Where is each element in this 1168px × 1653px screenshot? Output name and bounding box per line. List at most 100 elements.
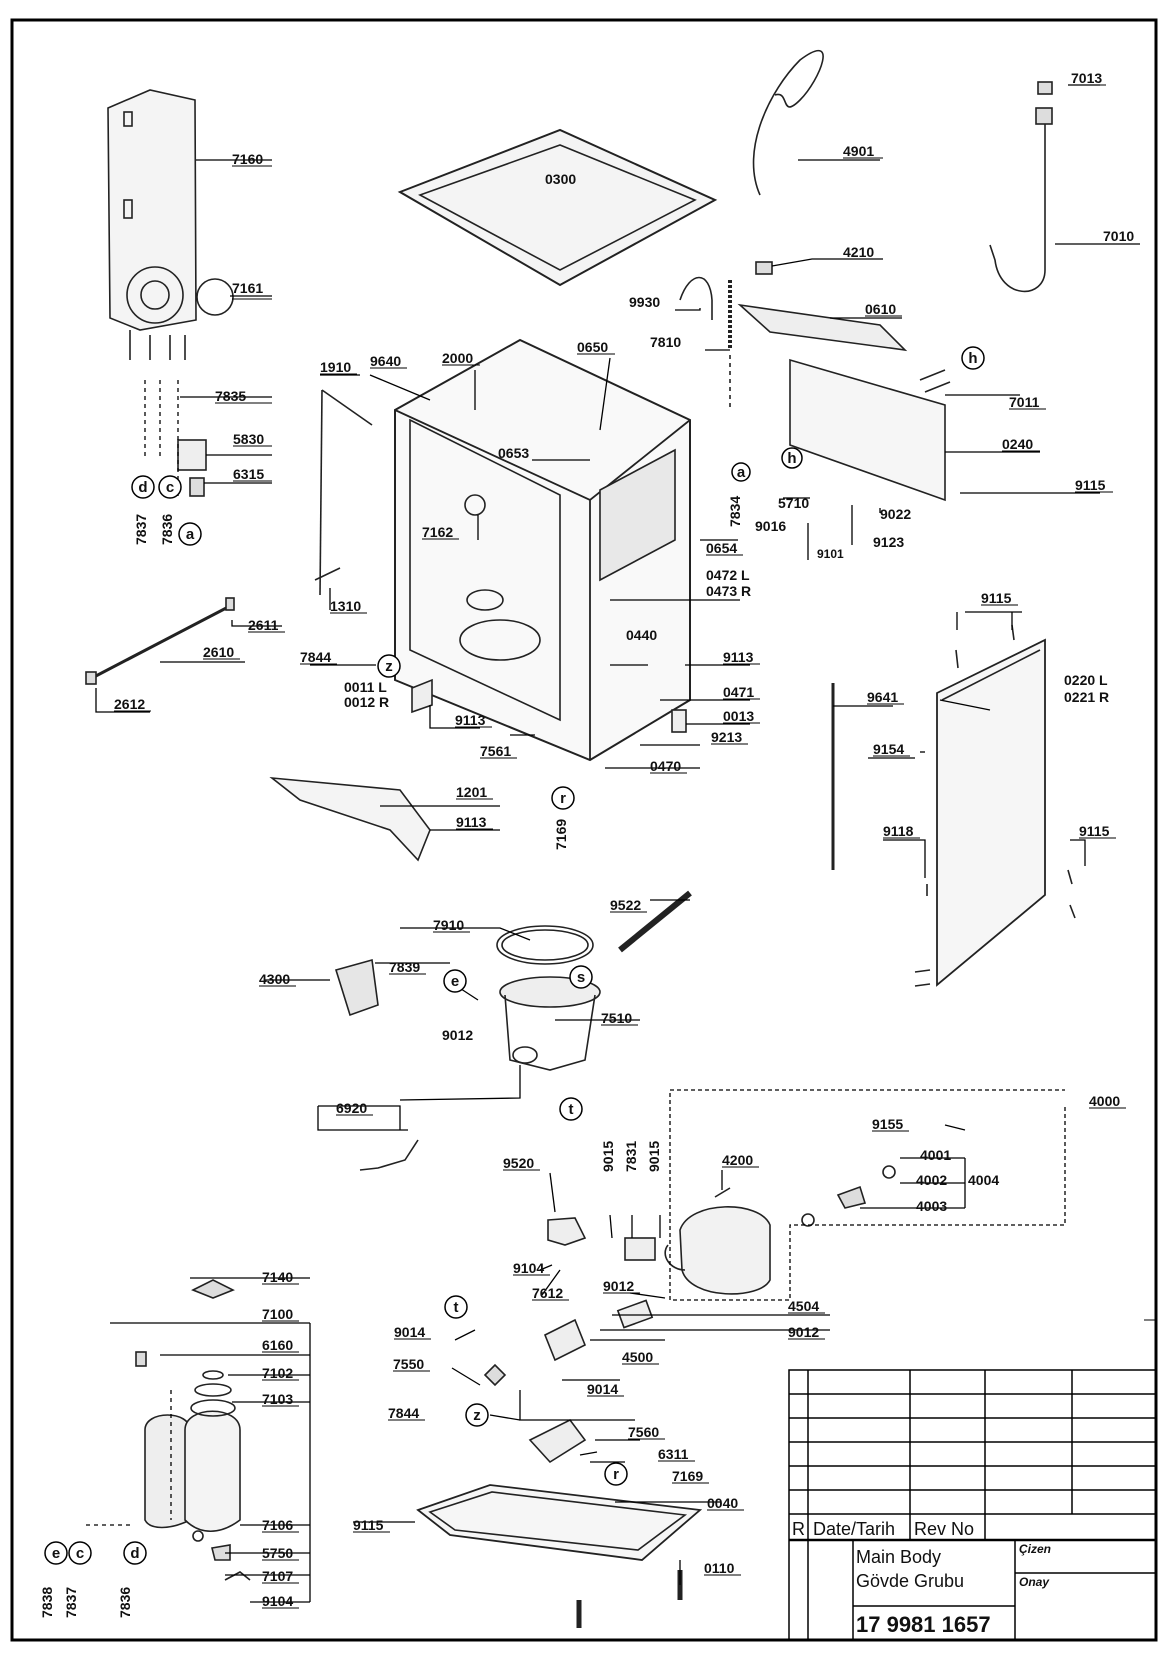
callout-circle <box>604 1462 628 1486</box>
title-block <box>788 1319 1157 1641</box>
part-label: 2611 <box>248 617 279 633</box>
part-label: 0012 R <box>344 694 389 710</box>
part-label: 7510 <box>601 1010 632 1026</box>
part-label: 2612 <box>114 696 145 712</box>
callout-letter: a <box>186 526 195 543</box>
part-label: 7835 <box>215 388 246 404</box>
part-label: 0472 L <box>706 567 750 583</box>
callout-letter: z <box>473 1407 481 1424</box>
part-label: 9115 <box>1079 823 1110 839</box>
part-label: 0220 L <box>1064 672 1108 688</box>
part-label: 9014 <box>394 1324 425 1340</box>
callout-letter: e <box>451 973 459 990</box>
part-label: 7100 <box>262 1306 293 1322</box>
part-label: 0221 R <box>1064 689 1109 705</box>
part-label: 7550 <box>393 1356 424 1372</box>
part-label: 9012 <box>442 1027 473 1043</box>
part-label: 0610 <box>865 301 896 317</box>
callout-circles <box>44 346 985 1565</box>
callout-circle <box>559 1097 583 1121</box>
drawn-by-label: Çizen <box>1019 1542 1051 1556</box>
part-label: 9115 <box>981 590 1012 606</box>
part-label: 2000 <box>442 350 473 366</box>
callout-letter: h <box>968 350 977 367</box>
part-label: 7810 <box>650 334 681 350</box>
callout-letter: e <box>52 1545 60 1562</box>
part-label: 9118 <box>883 823 914 839</box>
part-label: 5710 <box>778 495 809 511</box>
part-label: 9113 <box>456 814 487 830</box>
part-label: 0110 <box>704 1560 735 1576</box>
part-label: 9213 <box>711 729 742 745</box>
title-line-1: Main Body <box>856 1547 941 1567</box>
part-label: 1310 <box>330 598 361 614</box>
part-label: 7834 <box>727 496 743 527</box>
part-label: 9123 <box>873 534 904 550</box>
drawing-number: 17 9981 1657 <box>856 1612 991 1637</box>
part-label: 9520 <box>503 1155 534 1171</box>
approved-label: Onay <box>1019 1575 1050 1589</box>
part-label: 7103 <box>262 1391 293 1407</box>
part-label: 9522 <box>610 897 641 913</box>
part-label: 7836 <box>117 1587 133 1618</box>
part-label: 9012 <box>603 1278 634 1294</box>
part-label: 7837 <box>63 1587 79 1618</box>
part-label: 0471 <box>723 684 754 700</box>
part-label: 9104 <box>262 1593 293 1609</box>
part-label: 7560 <box>628 1424 659 1440</box>
part-illustrations <box>85 49 1076 1628</box>
callout-circle <box>131 475 155 499</box>
callout-circle <box>569 965 593 989</box>
part-label: 7013 <box>1071 70 1102 86</box>
part-label: 5830 <box>233 431 264 447</box>
part-label: 7161 <box>232 280 263 296</box>
part-label: 9104 <box>513 1260 544 1276</box>
callout-letter: c <box>166 479 174 496</box>
part-label: 4000 <box>1089 1093 1120 1109</box>
callout-circle <box>551 786 575 810</box>
callout-circle <box>377 654 401 678</box>
drawing-frame <box>10 18 1158 1642</box>
part-labels: 7160 7161 7835 5830 6315 7837 7836 0300 … <box>39 70 1134 1618</box>
part-label: 7169 <box>672 1468 703 1484</box>
part-label: 7102 <box>262 1365 293 1381</box>
callout-letter: z <box>385 658 393 675</box>
part-label: 7910 <box>433 917 464 933</box>
part-label: 4500 <box>622 1349 653 1365</box>
callout-letter: h <box>787 450 796 467</box>
callout-circle <box>731 462 751 482</box>
part-label: 6920 <box>336 1100 367 1116</box>
label-underlines <box>114 84 1126 1609</box>
title-line-2: Gövde Grubu <box>856 1571 964 1591</box>
callout-letter: a <box>737 464 746 481</box>
part-label: 1910 <box>320 359 351 375</box>
part-label: 4901 <box>843 143 874 159</box>
part-label: 6311 <box>658 1446 689 1462</box>
part-label: 9115 <box>353 1517 384 1533</box>
part-label: 7160 <box>232 151 263 167</box>
part-label: 7106 <box>262 1517 293 1533</box>
part-label: 7836 <box>159 514 175 545</box>
part-label: 7107 <box>262 1568 293 1584</box>
part-label: 7612 <box>532 1285 563 1301</box>
part-label: 7844 <box>300 649 331 665</box>
part-label: 7838 <box>39 1587 55 1618</box>
part-label: 0650 <box>577 339 608 355</box>
part-label: 9022 <box>880 506 911 522</box>
callout-letter: s <box>577 969 585 986</box>
date-label: Date/Tarih <box>813 1519 895 1539</box>
part-label: 2610 <box>203 644 234 660</box>
rev-no-label: Rev No <box>914 1519 974 1539</box>
callout-circle <box>68 1541 92 1565</box>
part-label: 0300 <box>545 171 576 187</box>
callout-letter: d <box>138 479 147 496</box>
part-label: 4210 <box>843 244 874 260</box>
part-label: 7162 <box>422 524 453 540</box>
part-label: 0013 <box>723 708 754 724</box>
part-label: 5750 <box>262 1545 293 1561</box>
title-block-text: R Date/Tarih Rev No Main Body Gövde Grub… <box>792 1519 1051 1637</box>
part-label: 9640 <box>370 353 401 369</box>
callout-circle <box>123 1541 147 1565</box>
callout-circle <box>781 447 803 469</box>
